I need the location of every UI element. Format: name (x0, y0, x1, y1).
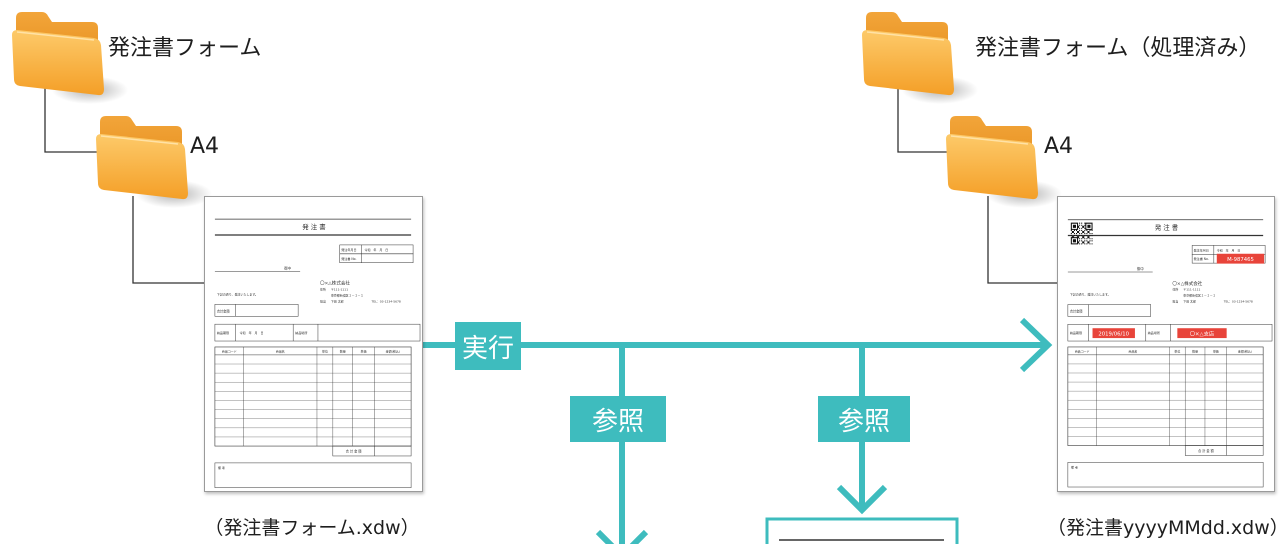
order-no-value-highlight (1216, 253, 1265, 264)
order-no-label: 発注書 No. (1194, 256, 1209, 261)
intro-text: 下記の通り、発注いたします。 (1070, 292, 1111, 297)
notes-box (1067, 462, 1264, 488)
items-table-header: 単価 (1213, 348, 1219, 353)
items-table (1067, 346, 1264, 446)
address-label: 住所 (320, 286, 326, 291)
grand-total-box (332, 445, 412, 457)
total-box (1067, 304, 1151, 317)
contact-label: 担当 (320, 298, 326, 303)
source-folder-sub-label: A4 (190, 134, 220, 159)
delivery-deadline-value: 2019/06/10 (1098, 332, 1129, 338)
order-date-value: 令和 年 月 日 (365, 247, 389, 252)
folder-icon (858, 8, 978, 108)
reference-arrowhead-1 (595, 529, 649, 544)
form-title: 発 注 書 (302, 222, 326, 231)
delivery-deadline-value-highlight (1092, 328, 1135, 339)
items-table-header: 商品名 (276, 349, 285, 354)
tree-connector-source-sub (132, 196, 205, 284)
grand-total-label: 合 計 金 額 (346, 449, 362, 454)
items-table (214, 346, 412, 447)
delivery-box (1067, 324, 1273, 342)
items-table-header: 単位 (1174, 348, 1180, 353)
delivery-place-value: 〇×△支店 (1190, 330, 1214, 338)
order-no-row (339, 253, 414, 263)
source-file-caption: （発注書フォーム.xdw） (204, 517, 420, 539)
reference-label-1: 参照 (570, 396, 666, 442)
delivery-deadline-label: 納品期限 (217, 330, 229, 335)
order-date-value: 令和 年 月 日 (1217, 247, 1241, 252)
items-table-header: 数量 (340, 349, 346, 354)
postal-code: 〒111-1111 (1183, 288, 1200, 292)
tree-connector-output-sub (987, 196, 1057, 284)
order-date-label: 発注年月日 (1194, 247, 1209, 252)
delivery-deadline-label: 納品期限 (1070, 330, 1082, 335)
order-form-template: 発 注 書発注年月日令和 年 月 日発注書 No.御中〇×△株式会社住所〒111… (214, 218, 421, 488)
items-table-header: 金額(税込) (1238, 348, 1252, 353)
delivery-place-value-highlight (1177, 328, 1227, 339)
total-label: 合計金額 (1070, 308, 1083, 313)
order-date-label: 発注年月日 (341, 247, 356, 252)
source-document: 発 注 書発注年月日令和 年 月 日発注書 No.御中〇×△株式会社住所〒111… (204, 196, 423, 492)
items-table-header: 金額(税込) (386, 349, 400, 354)
delivery-place-label: 納品場所 (295, 330, 307, 335)
delivery-deadline-value: 令和 年 月 日 (240, 330, 264, 335)
output-folder-sub-label: A4 (1044, 134, 1074, 159)
source-folder-root-label: 発注書フォーム (108, 36, 262, 61)
order-no-value: M-987465 (1227, 257, 1254, 263)
delivery-box (214, 323, 421, 342)
contact-name: 下田 太郎 (1183, 299, 1196, 304)
form-title: 発 注 書 (1155, 223, 1179, 232)
notes-box (214, 462, 412, 488)
addressee-suffix: 御中 (284, 266, 291, 271)
qr-code (1070, 222, 1093, 245)
folder-icon (942, 112, 1062, 212)
output-file-caption: （発注書yyyyMMdd.xdw） (1047, 517, 1285, 539)
address: 東京都新宿区１－１－１ (331, 292, 364, 297)
output-folder-root-label: 発注書フォーム（処理済み） (975, 36, 1261, 61)
reference-arrowhead-2 (836, 484, 888, 515)
tree-connector-output-root (897, 78, 950, 153)
reference-label-2: 参照 (818, 396, 910, 442)
items-table-header: 単位 (322, 349, 328, 354)
contact-tel: TEL：03-1234-5678 (370, 299, 400, 303)
items-table-header: 数量 (1192, 348, 1198, 353)
items-table-header: 商品コード (1075, 348, 1090, 353)
items-table-header: 単価 (361, 349, 367, 354)
folder-icon (92, 112, 212, 212)
tree-connector-source-root (44, 78, 100, 153)
company-name: 〇×△株式会社 (1172, 280, 1202, 287)
grand-total-label: 合 計 金 額 (1198, 448, 1214, 453)
items-table-header: 商品名 (1129, 348, 1138, 353)
grand-total-box (1184, 445, 1264, 456)
execute-arrowhead (1019, 317, 1053, 373)
total-label: 合計金額 (217, 308, 230, 313)
total-box (214, 304, 299, 317)
address: 東京都新宿区１－１－１ (1183, 293, 1215, 298)
address-label: 住所 (1172, 287, 1178, 292)
items-table-header: 商品コード (222, 349, 237, 354)
contact-tel: TEL：03-1234-5678 (1223, 300, 1253, 304)
company-name: 〇×△株式会社 (320, 280, 350, 287)
contact-name: 下田 太郎 (331, 298, 344, 303)
notes-label: 備 考 (1071, 464, 1078, 469)
addressee-suffix: 御中 (1137, 266, 1144, 271)
order-no-label: 発注書 No. (341, 256, 356, 261)
postal-code: 〒111-1111 (331, 287, 348, 291)
delivery-place-label: 納品場所 (1148, 330, 1160, 335)
notes-label: 備 考 (218, 465, 225, 470)
output-document: 発 注 書発注年月日 令和 年 月 日発注書 No. M-987465 御中〇×△株式… (1057, 196, 1275, 492)
intro-text: 下記の通り、発注いたします。 (217, 291, 258, 296)
execute-label: 実行 (455, 322, 521, 370)
contact-label: 担当 (1172, 299, 1178, 304)
